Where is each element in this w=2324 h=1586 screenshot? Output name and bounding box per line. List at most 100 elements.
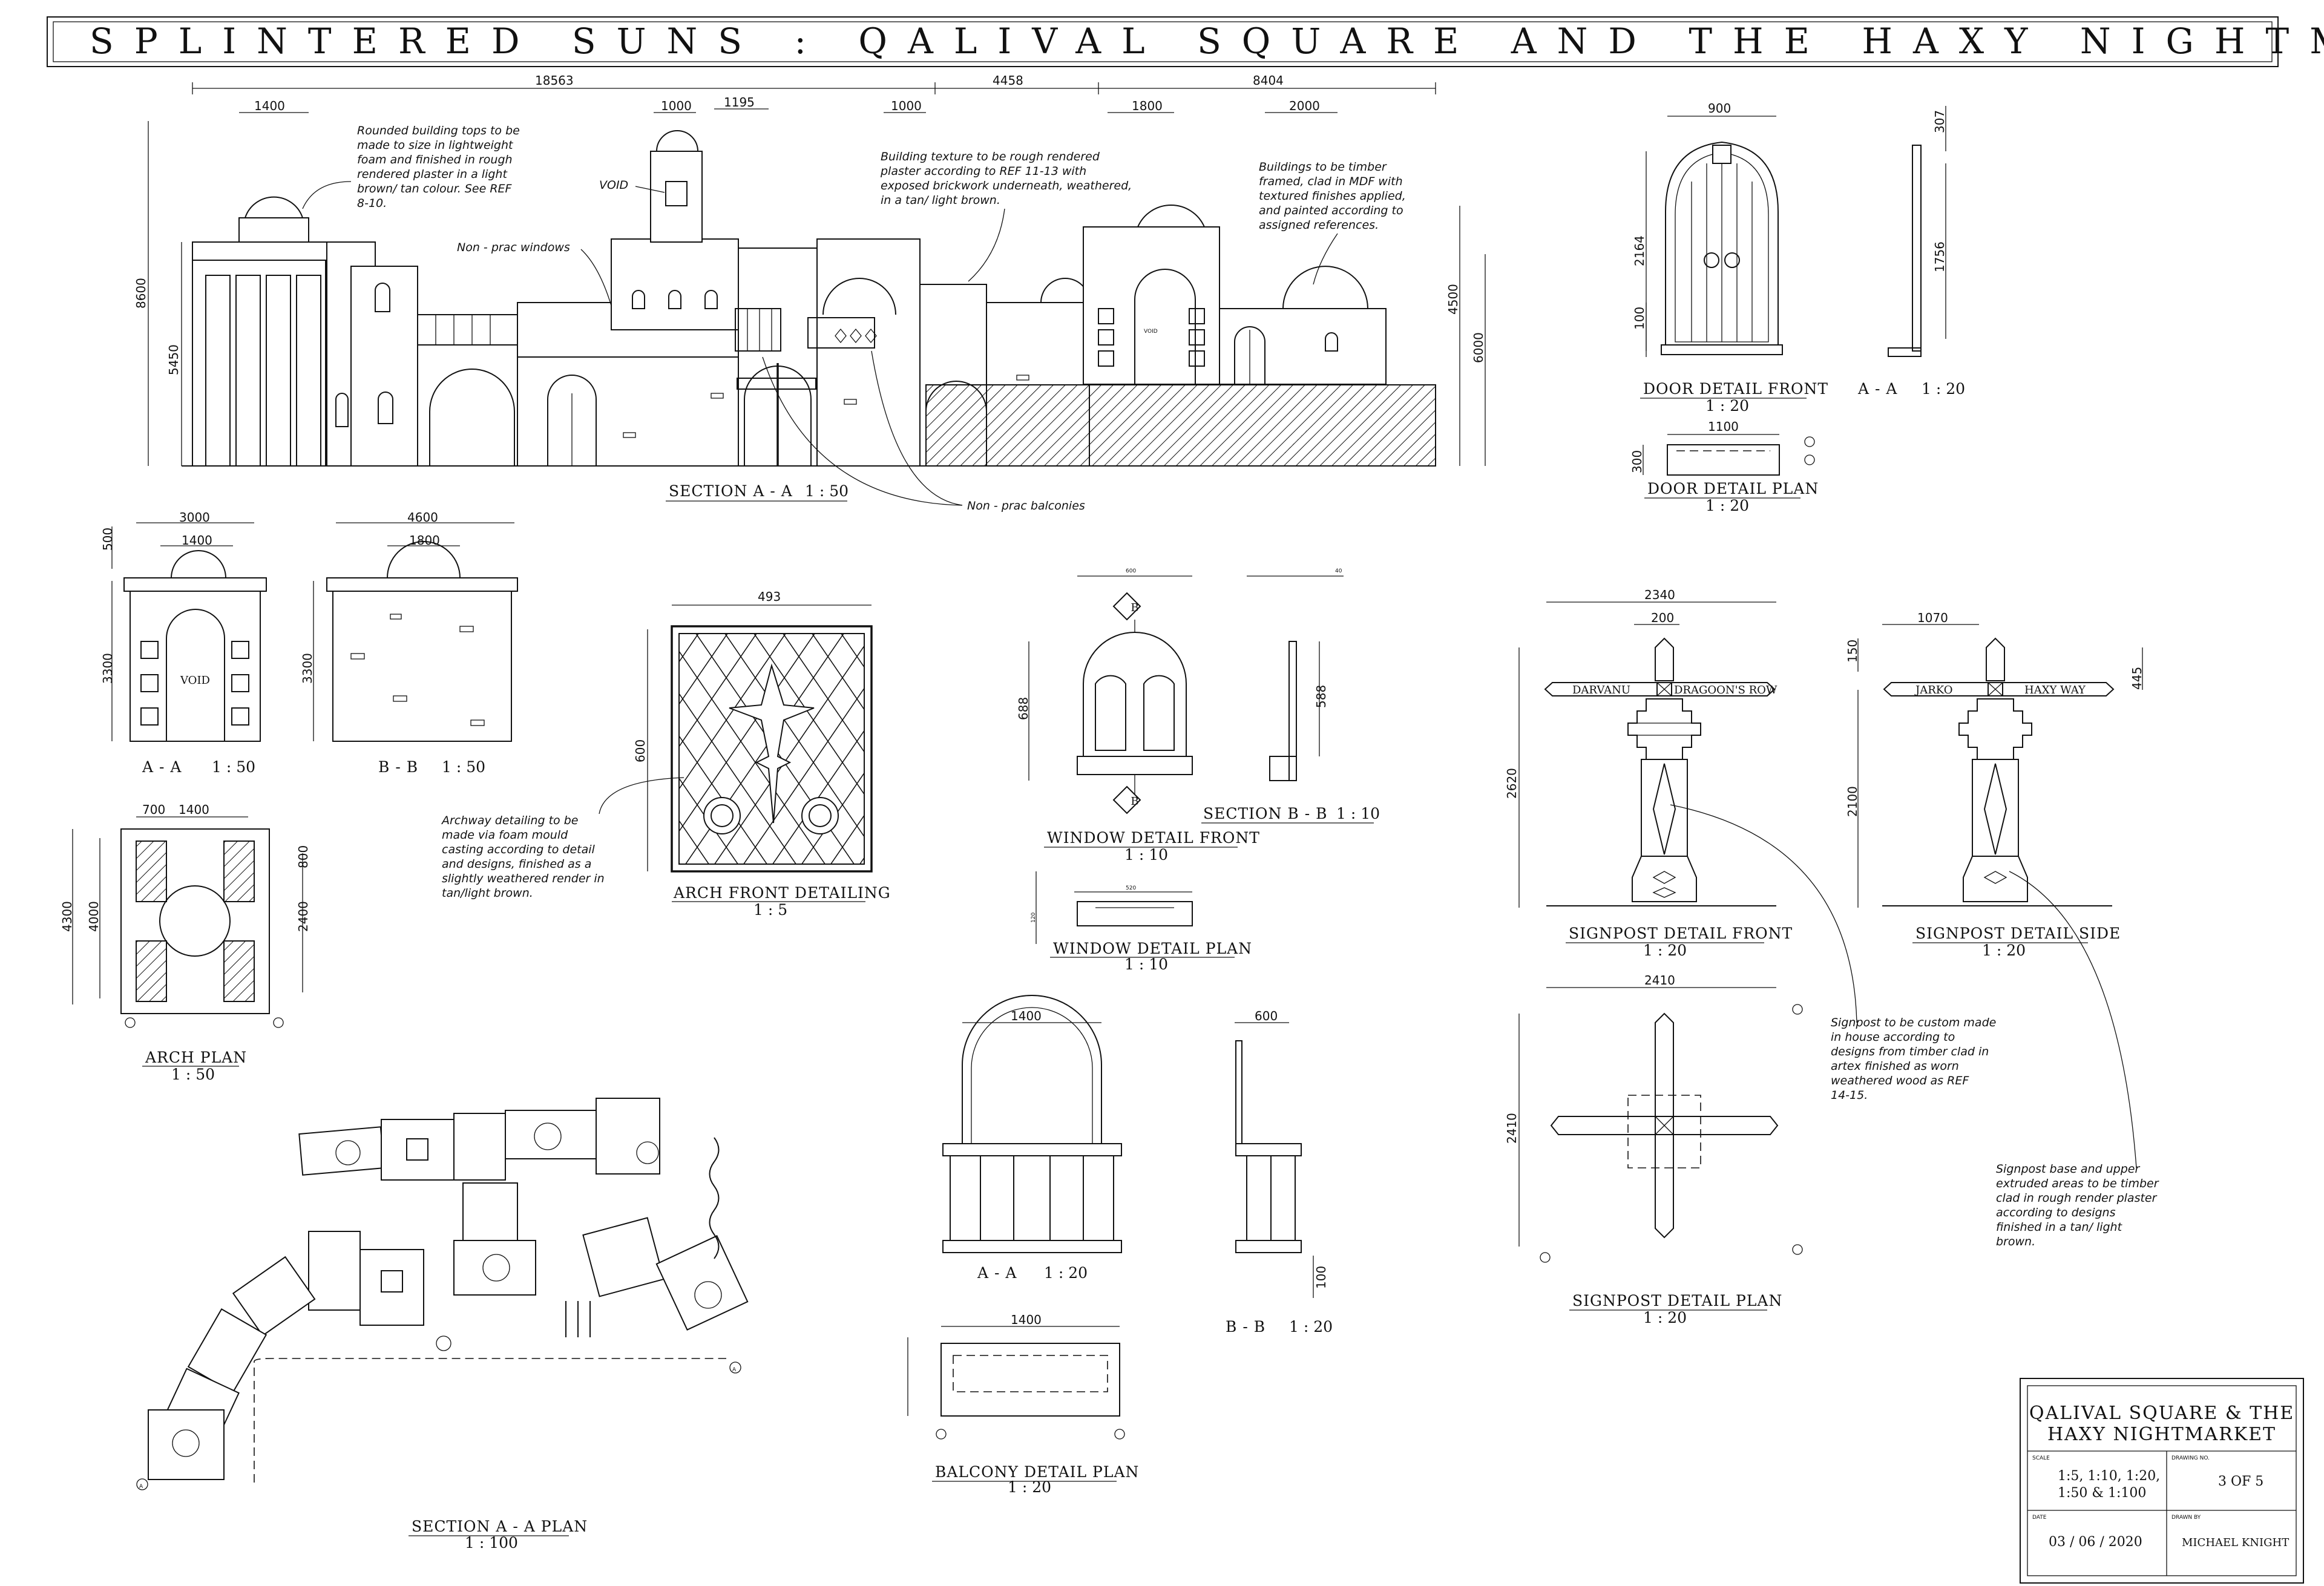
dim-b-1400b: 1400 (1011, 1312, 1042, 1327)
section-mark-b-top: B (1131, 601, 1138, 614)
note-non-prac-balconies: Non - prac balconies (967, 499, 1085, 513)
balcony-aa-scale: 1 : 20 (1044, 1264, 1088, 1282)
title-block-frame (2020, 1378, 2304, 1584)
dim-bb-1800: 1800 (409, 533, 440, 548)
note-signpost-custom-line-4: artex finished as worn (1831, 1060, 1959, 1073)
dim-5450: 5450 (166, 344, 181, 375)
note-signpost-custom-line-1: Signpost to be custom made (1831, 1016, 1996, 1029)
dim-8600: 8600 (134, 278, 148, 309)
note-archway-line-5: slightly weathered render in (442, 872, 605, 885)
sign-front-label: SIGNPOST DETAIL FRONT (1569, 925, 1793, 942)
arch-star-motif (729, 663, 815, 824)
note-timber-buildings-line-5: assigned references. (1259, 218, 1379, 232)
note-signpost-base-line-2: extruded areas to be timber (1996, 1177, 2159, 1190)
sign-text-darvanu: DARVANU (1572, 684, 1630, 696)
dim-1195: 1195 (724, 95, 755, 110)
tb-drawn-header: DRAWN BY (2171, 1515, 2201, 1521)
window-plan-label: WINDOW DETAIL PLAN (1053, 940, 1252, 957)
dim-d-307: 307 (1932, 110, 1947, 133)
door-aa-label: A - A (1857, 380, 1897, 398)
sign-arm-side (1883, 682, 2115, 696)
note-signpost-base: Signpost base and upper extruded areas t… (1996, 1162, 2159, 1248)
section-cut-wave (709, 1137, 720, 1259)
dim-d-1100: 1100 (1708, 419, 1739, 434)
door-aa-scale: 1 : 20 (1922, 380, 1965, 398)
note-timber-buildings-line-2: framed, clad in MDF with (1259, 175, 1403, 188)
arch-front-label: ARCH FRONT DETAILING (673, 884, 891, 902)
title-frame-inner (53, 21, 2273, 62)
dim-d-900: 900 (1708, 101, 1731, 116)
tb-scale-line-1: 1:5, 1:10, 1:20, (2058, 1469, 2160, 1484)
note-signpost-base-line-6: brown. (1996, 1235, 2035, 1248)
tb-project-line-2: HAXY NIGHTMARKET (2047, 1424, 2276, 1445)
dim-ap-2400: 2400 (296, 901, 310, 932)
balcony-bb-scale: 1 : 20 (1289, 1318, 1333, 1335)
door-front-view: 900 2164 100 DOOR DETAIL FRONT 1 : 20 (1632, 101, 1828, 415)
tb-scale-header: SCALE (2032, 1455, 2050, 1461)
dim-aa-1400: 1400 (182, 533, 212, 548)
note-archway-line-1: Archway detailing to be (441, 814, 578, 827)
note-timber-buildings: Buildings to be timber framed, clad in M… (1259, 160, 1406, 232)
dim-ss-2100: 2100 (1845, 786, 1860, 817)
section-mark-a-left: A (139, 1484, 143, 1490)
tb-drawn-by: MICHAEL KNIGHT (2182, 1536, 2289, 1549)
dim-w-588: 588 (1314, 685, 1328, 708)
dim-ss-1070: 1070 (1917, 611, 1948, 625)
tb-drawing-no: 3 OF 5 (2218, 1474, 2263, 1489)
note-archway-detailing: Archway detailing to be made via foam mo… (441, 814, 605, 900)
note-void: VOID (599, 179, 628, 192)
note-non-prac-windows: Non - prac windows (457, 241, 570, 254)
aa-small-label: A - A (142, 758, 182, 776)
dim-ap-700: 700 (142, 802, 165, 817)
note-rounded-tops-line-4: rendered plaster in a light (357, 168, 508, 181)
left-dome (245, 196, 303, 218)
dim-aa-3000: 3000 (179, 510, 210, 525)
aa-small-view: 3000 1400 500 3300 VOID A - A 1 : 50 (100, 510, 267, 776)
sign-text-haxy-way: HAXY WAY (2024, 684, 2086, 696)
sign-side-scale: 1 : 20 (1982, 942, 2026, 959)
dim-sf-2340: 2340 (1644, 588, 1675, 602)
dim-sf-200: 200 (1651, 611, 1674, 625)
aa-small-scale: 1 : 50 (212, 758, 255, 776)
arch-plan-view: 700 1400 4300 4000 2400 800 ARCH PLAN 1 … (60, 802, 310, 1083)
dim-1400: 1400 (254, 99, 285, 113)
dim-ss-150: 150 (1845, 640, 1860, 663)
section-plan-view: A A SECTION A - A PLAN 1 : 100 (136, 1098, 749, 1552)
section-plan-label: SECTION A - A PLAN (412, 1518, 588, 1535)
dim-w-40: 40 (1335, 568, 1342, 574)
note-building-texture-line-4: in a tan/ light brown. (881, 194, 1000, 207)
dim-4500: 4500 (1446, 284, 1460, 315)
section-mark-a-right: A (732, 1367, 737, 1373)
sign-capital-side (1958, 698, 2032, 760)
balcony-bb-view: 600 100 B - B 1 : 20 (1226, 1009, 1333, 1335)
section-aa-elevation: 18563 4458 8404 1400 1000 1195 1000 1800… (134, 73, 1486, 513)
dim-w-520: 520 (1126, 885, 1136, 891)
arch-front-scale: 1 : 5 (753, 901, 787, 919)
dim-6000: 6000 (1471, 332, 1486, 363)
note-building-texture-line-3: exposed brickwork underneath, weathered, (881, 179, 1132, 192)
note-building-texture: Building texture to be rough rendered pl… (880, 150, 1132, 207)
sign-capital-front (1627, 698, 1701, 760)
sign-plan-scale: 1 : 20 (1643, 1309, 1687, 1326)
note-timber-buildings-line-3: textured finishes applied, (1259, 189, 1406, 203)
dim-d-2164: 2164 (1632, 235, 1647, 266)
void-mark-aa: VOID (180, 674, 210, 687)
dim-d-1756: 1756 (1932, 241, 1947, 272)
dim-bb-3300: 3300 (300, 653, 315, 684)
bb-small-view: 4600 1800 3300 B - B 1 : 50 (300, 510, 518, 776)
section-aa-scale: 1 : 50 (805, 482, 849, 500)
door-front-scale: 1 : 20 (1705, 397, 1749, 415)
note-signpost-base-line-1: Signpost base and upper (1996, 1162, 2140, 1176)
balcony-aa-view: 1400 A - A 1 : 20 (942, 995, 1122, 1282)
note-timber-buildings-line-4: and painted according to (1259, 204, 1403, 217)
dim-sp-2410-h: 2410 (1644, 973, 1675, 988)
sign-text-dragoons-row: DRAGOON'S ROW (1674, 684, 1777, 696)
note-rounded-tops: Rounded building tops to be made to size… (357, 124, 520, 210)
sign-front-scale: 1 : 20 (1643, 942, 1687, 959)
dim-w-688: 688 (1016, 697, 1031, 720)
void-mark-elevation: VOID (1144, 329, 1158, 335)
note-archway-line-2: made via foam mould (442, 828, 568, 842)
window-front-scale: 1 : 10 (1124, 846, 1168, 863)
dim-d-100: 100 (1632, 307, 1647, 330)
